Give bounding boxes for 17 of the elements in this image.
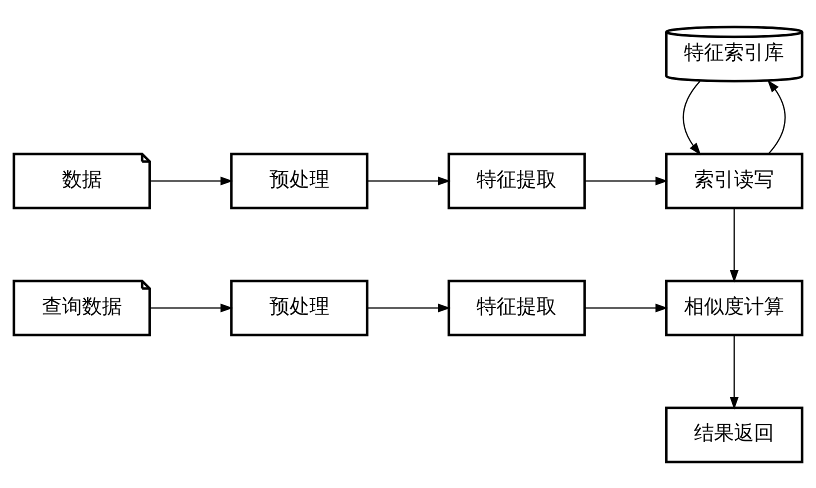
arrow: [584, 176, 668, 185]
arrow: [367, 176, 451, 185]
node-box: 特征提取: [448, 152, 586, 209]
node-box: 索引读写: [665, 152, 804, 209]
node-box: 相似度计算: [665, 279, 804, 336]
arrow: [767, 79, 786, 154]
node-box: 预处理: [230, 152, 368, 209]
arrow: [682, 80, 702, 155]
arrow: [150, 303, 234, 312]
arrow: [730, 334, 739, 410]
arrow: [584, 303, 668, 312]
arrow: [150, 176, 234, 185]
arrow: [367, 303, 451, 312]
node-box: 特征提取: [448, 279, 586, 336]
node-box: 预处理: [230, 279, 368, 336]
arrow: [730, 208, 739, 282]
node-box: 结果返回: [665, 406, 804, 463]
